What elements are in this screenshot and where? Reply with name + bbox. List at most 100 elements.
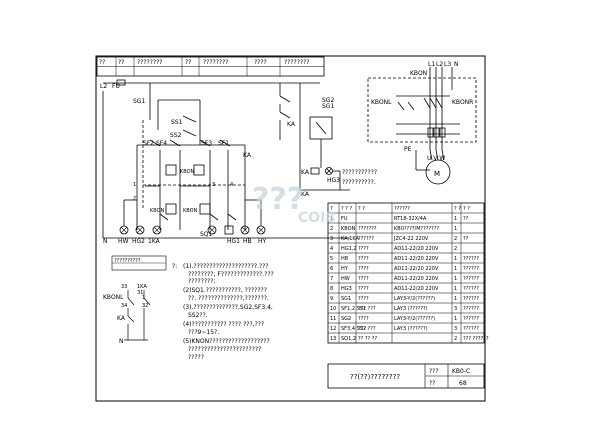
small-1: 1	[142, 295, 145, 301]
label-kbon3: KBON	[183, 208, 198, 214]
bom-cell: 6	[330, 266, 333, 272]
bom-cell: ??????	[463, 326, 479, 332]
title-block-k1: ???	[429, 368, 439, 375]
note-line-9: ???9~15?.	[188, 329, 219, 336]
bom-cell: LAY3-Y/2(??????)	[394, 316, 435, 322]
bom-cell: 11	[330, 316, 336, 322]
label-sf1: SF1	[218, 140, 229, 147]
bom-cell: ????	[358, 266, 369, 272]
bom-cell: ??????	[463, 286, 479, 292]
bom-cell: ??? ???	[358, 306, 376, 312]
bom-cell: LAY3 (??????)	[394, 326, 428, 332]
label-uvw: U V W	[427, 155, 445, 162]
bom-cell: LAY3-Y/2(??????)	[394, 296, 435, 302]
bom-cell: HG1,2	[341, 246, 357, 252]
small-31: 31	[137, 290, 143, 296]
label-num-4: 4	[230, 182, 233, 188]
bom-cell: HB	[341, 256, 349, 262]
label-ss2: SS2	[170, 132, 182, 139]
small-ka: KA	[117, 315, 126, 322]
lamp-crosses	[120, 226, 265, 234]
bom-cell: ??????	[463, 306, 479, 312]
bom-cell: ????	[358, 286, 369, 292]
note-line-1: (1).????????????????????.???	[183, 263, 269, 270]
label-hg1: HG1	[227, 238, 240, 245]
label-l3: L3	[444, 61, 451, 68]
small-n: N	[119, 338, 124, 345]
motor-labels: L1 L2 L3 N KBON KBONL KBONR PE U V W M	[371, 61, 473, 178]
bom-header-cell: ? ? ?	[341, 206, 352, 212]
note-line-8: (4)??????????? ???? ???,???	[183, 321, 264, 328]
bom-header-cell: ? ?	[463, 206, 470, 212]
bom-cell: AD11-22/20 220V	[394, 256, 439, 262]
label-pe: PE	[404, 146, 412, 153]
label-l2: L2	[100, 83, 107, 90]
label-ka: KA	[287, 121, 296, 128]
title-block-k2: KB0-C	[452, 368, 470, 375]
bom-cell: FU	[341, 216, 348, 222]
small-kbonl: KBONL	[103, 294, 124, 301]
bom-cell: 1	[330, 216, 333, 222]
small-32: 32	[142, 303, 148, 309]
header-cell-5: ????????	[203, 59, 228, 66]
bom-cell: 7	[330, 276, 333, 282]
bom-cell: SF1,2 SS1	[341, 306, 366, 312]
bom-cell: ????	[358, 316, 369, 322]
header-cell-3: ????????	[137, 59, 162, 66]
label-l2m: L2	[436, 61, 443, 68]
bom-cell: HY	[341, 266, 349, 272]
label-1ka: 1KA	[148, 238, 161, 245]
label-note2: ??????????.	[342, 179, 376, 186]
note-line-7: SS2??.	[188, 312, 208, 319]
bom-cell: KB0????/M???????	[394, 226, 439, 232]
bom-cell: ??	[463, 236, 469, 242]
bom-cell: SG2	[341, 316, 351, 322]
bom-header-cell: ??????	[394, 206, 410, 212]
bom-cell: 1	[454, 256, 457, 262]
note-line-10: (5)KNON???????????????????	[183, 338, 270, 345]
bom-cell: ??? ???	[358, 326, 376, 332]
bom-cell: ????	[358, 256, 369, 262]
bom-cell: 4	[330, 246, 333, 252]
bom-cell: KA,1KA	[341, 236, 360, 242]
bom-cell: KBON	[341, 226, 356, 232]
header-strip: ?? ?? ???????? ?? ???????? ???? ????????	[96, 56, 325, 77]
bom-cell: ??????	[463, 256, 479, 262]
label-hg3: HG3	[327, 177, 340, 184]
label-num-3: 3	[212, 182, 215, 188]
bom-header-cell: ? ?	[454, 206, 461, 212]
note-line-2: ????????; F?????????????.???	[188, 271, 274, 278]
bom-cell: AD11-22/20 220V	[394, 276, 439, 282]
drawing-frame	[95, 55, 486, 402]
label-note: ???????????	[342, 169, 377, 176]
bom-cell: 8	[330, 286, 333, 292]
header-cell-6: ????	[254, 59, 267, 66]
label-ka3: KA	[301, 169, 310, 176]
bom-cell: ??	[463, 216, 469, 222]
label-kbon2: KBON	[150, 208, 165, 214]
bom-cell: ???????	[358, 226, 377, 232]
bom-cell: 1	[454, 216, 457, 222]
label-fu: FU	[112, 83, 120, 90]
watermark: ??? COI8	[252, 182, 335, 226]
label-num-1: 1	[133, 182, 136, 188]
bom-cell: 9	[330, 296, 333, 302]
title-block-page: 68	[459, 380, 467, 387]
label-kbon1: KBON	[180, 169, 195, 175]
label-sf2: SF2	[143, 140, 154, 147]
label-sg1b: SG1	[133, 98, 145, 105]
small-34: 34	[121, 303, 127, 309]
title-block: ??(??)???????? ??? KB0-C ?? 68	[327, 363, 485, 389]
bom-cell: 1	[454, 316, 457, 322]
header-cell-1: ??	[99, 59, 105, 66]
bom-cell: SF3,4 SS2	[341, 326, 366, 332]
bom-cell: 1	[454, 296, 457, 302]
bom-cell: ????	[358, 246, 369, 252]
bom-cell: ??????	[463, 316, 479, 322]
label-n: N	[103, 238, 108, 245]
bom-cell: 10	[330, 306, 336, 312]
label-ka2: KA	[243, 152, 252, 159]
label-hw: HW	[118, 238, 129, 245]
label-num-2: 2	[133, 196, 136, 202]
